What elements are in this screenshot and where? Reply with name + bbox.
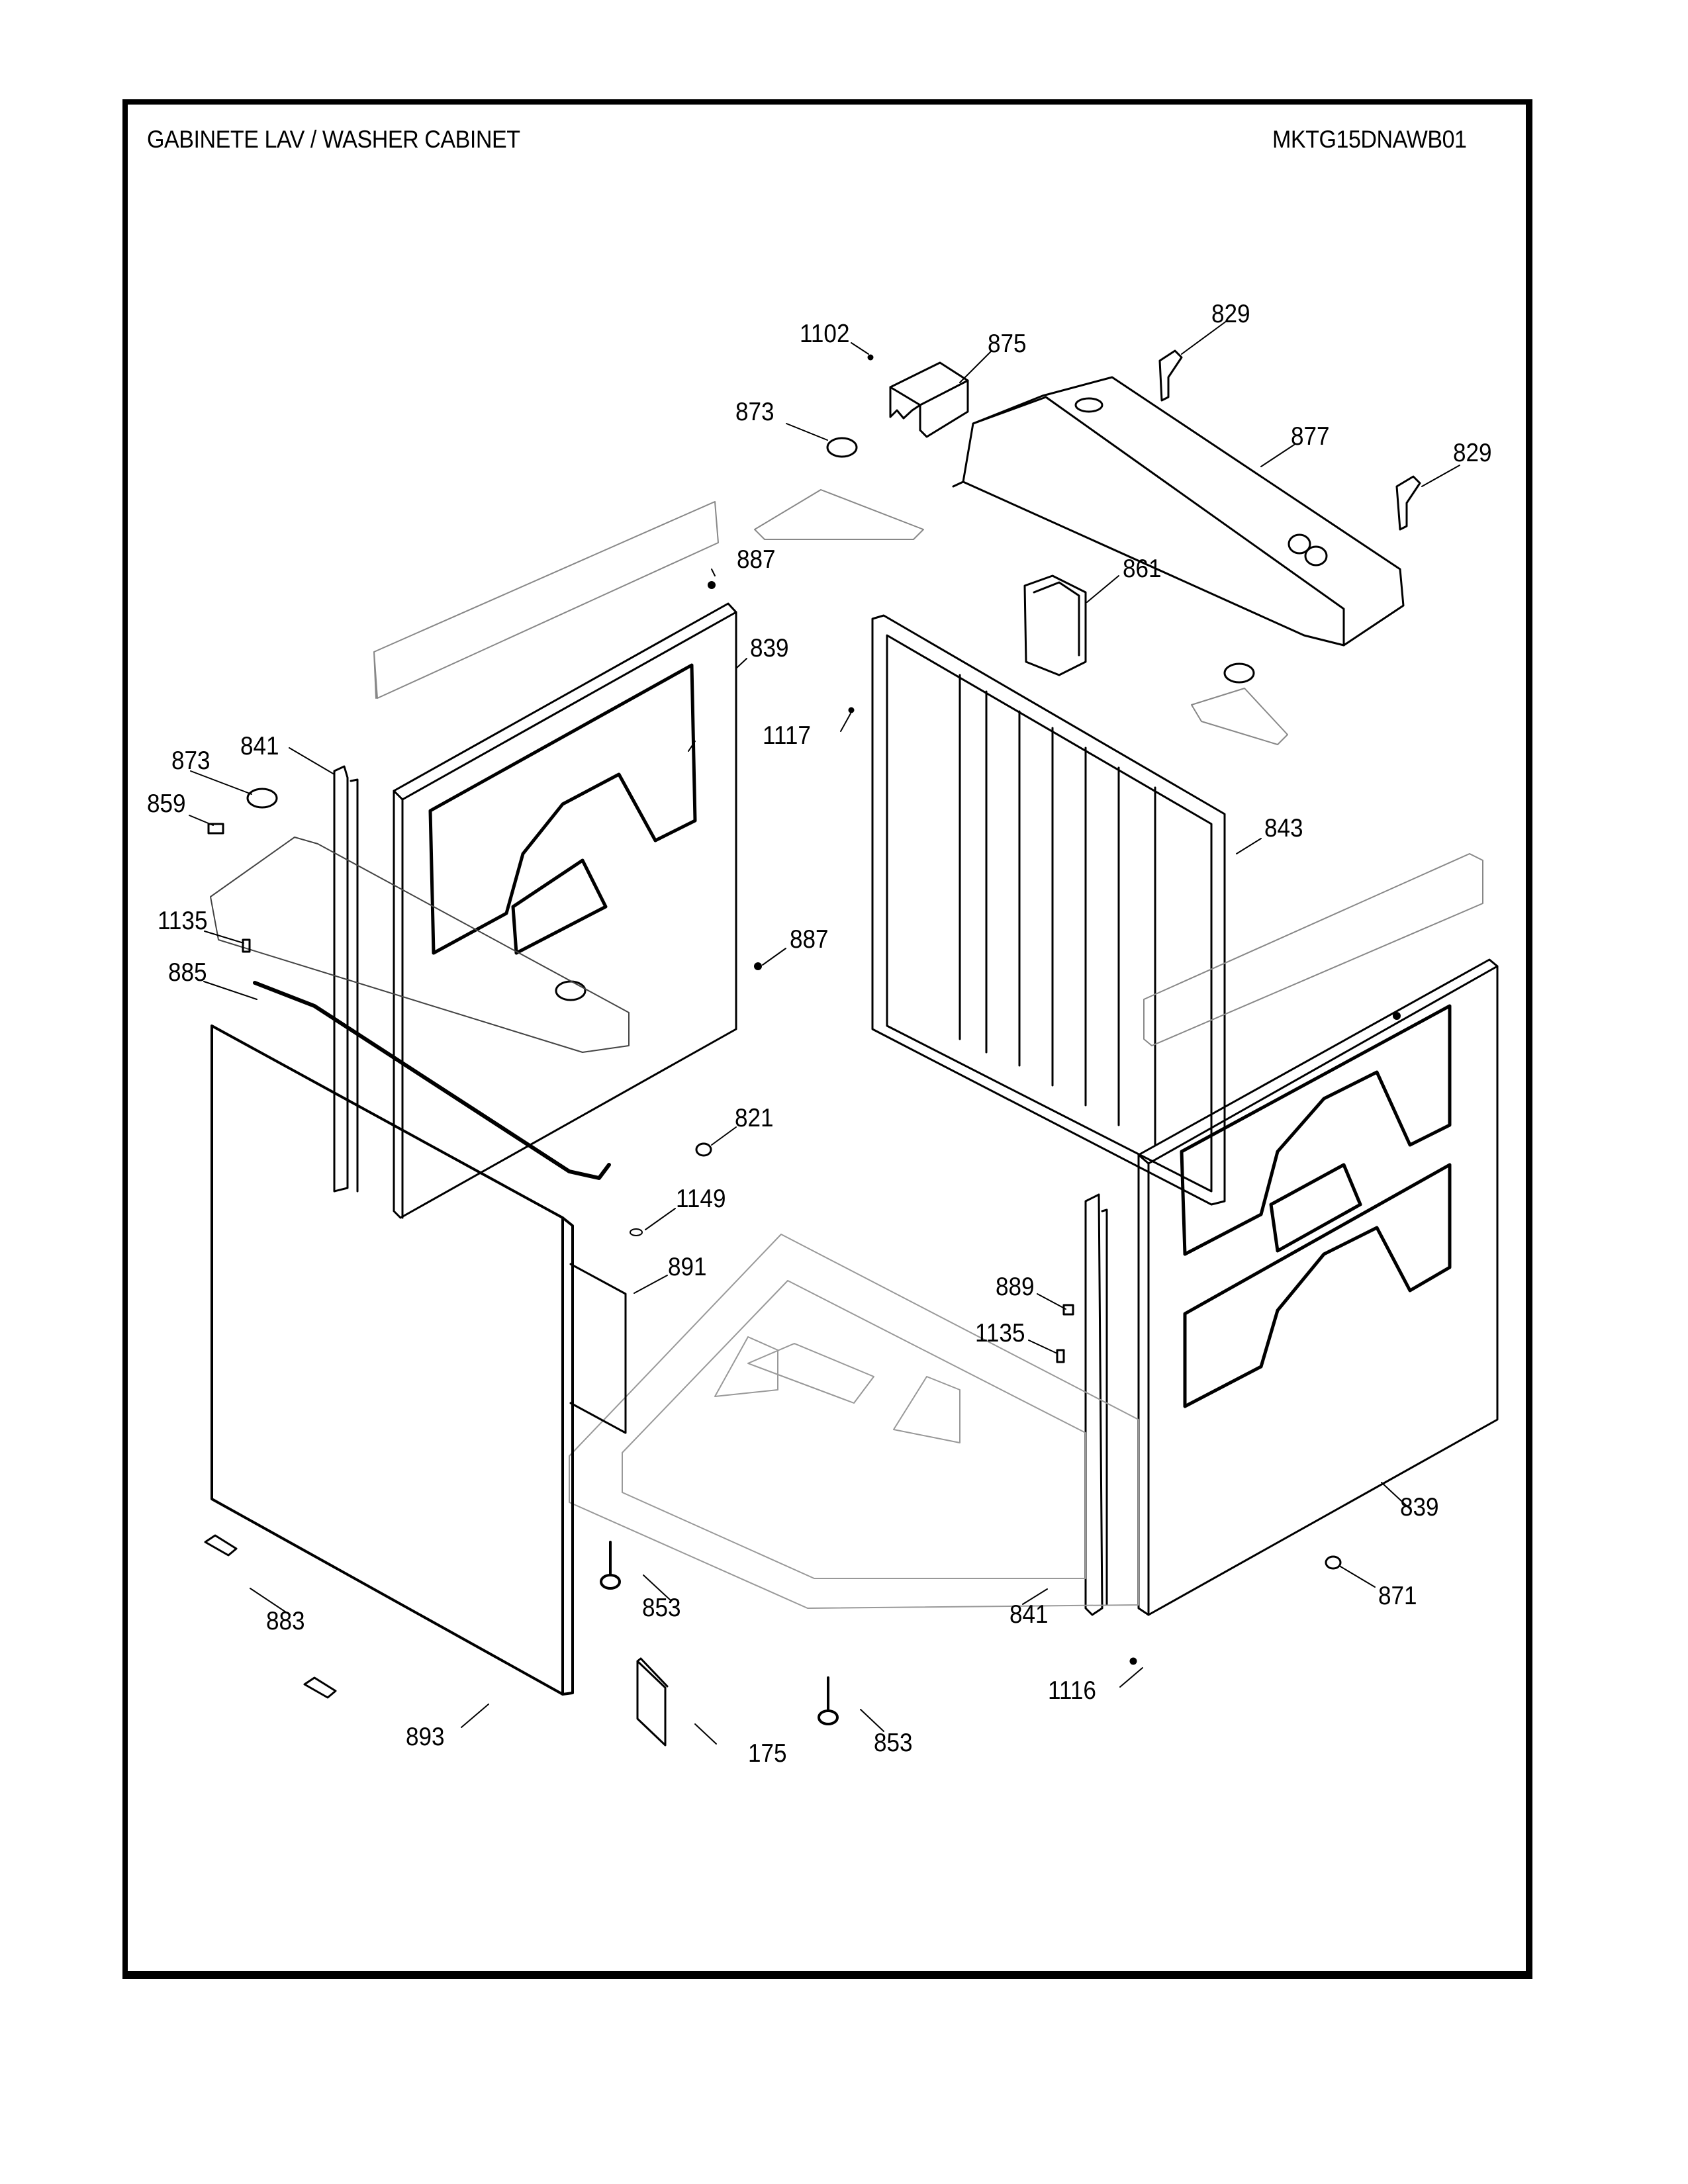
part-859-clip	[207, 823, 224, 835]
part-1117-screw	[848, 707, 855, 713]
diagram-title: GABINETE LAV / WASHER CABINET	[147, 126, 520, 153]
part-889-clip	[1062, 1304, 1074, 1316]
part-883-front-panel	[211, 1024, 574, 1696]
callout-889: 889	[996, 1273, 1035, 1301]
part-853-leveling-foot	[600, 1541, 839, 1725]
right-upper-crossbar	[1143, 853, 1483, 1046]
callout-891: 891	[668, 1253, 707, 1281]
part-877-control-panel-frame	[952, 376, 1405, 647]
part-821-bushing	[695, 1142, 712, 1157]
callout-839: 839	[750, 634, 789, 662]
part-1102-screw	[867, 354, 874, 361]
callout-1135: 1135	[158, 907, 208, 935]
callout-853: 853	[642, 1594, 681, 1622]
part-841-corner-strip-left	[333, 765, 359, 1193]
diagram-frame	[122, 99, 1532, 1979]
part-1149-washer	[630, 1228, 643, 1236]
leader-lines	[189, 320, 1460, 1745]
part-175-manual	[636, 1657, 669, 1747]
part-841-corner-strip-right	[1084, 1193, 1108, 1616]
part-891-insulation	[569, 1263, 627, 1434]
callout-175: 175	[748, 1739, 787, 1768]
part-829-bracket-top	[1158, 349, 1183, 402]
callout-829: 829	[1453, 439, 1492, 467]
callout-873: 873	[171, 747, 211, 775]
callout-893: 893	[406, 1723, 445, 1751]
cabinet-base	[569, 1234, 1139, 1609]
callout-1116: 1116	[1048, 1676, 1096, 1705]
part-1116-screw	[1129, 1657, 1137, 1665]
callout-841: 841	[1009, 1600, 1049, 1629]
part-843-rear-panel	[871, 614, 1226, 1206]
callout-839: 839	[1400, 1493, 1439, 1522]
callout-829: 829	[1211, 300, 1250, 328]
callout-841: 841	[240, 732, 279, 760]
part-861-duct	[1023, 574, 1087, 676]
callout-821: 821	[735, 1104, 774, 1132]
part-1135-clip	[242, 938, 1065, 1363]
part-839-right-side-panel	[1137, 958, 1499, 1616]
callout-859: 859	[147, 790, 186, 818]
callout-877: 877	[1291, 422, 1330, 451]
callout-1117: 1117	[763, 721, 811, 750]
part-873-grommet	[246, 437, 1255, 1001]
callout-887: 887	[790, 925, 829, 954]
part-885-trim-and-front-top	[210, 837, 630, 1180]
callout-843: 843	[1264, 814, 1303, 842]
callout-885: 885	[168, 958, 207, 987]
model-number: MKTG15DNAWB01	[1272, 126, 1467, 153]
callout-873: 873	[735, 398, 774, 426]
callout-875: 875	[988, 330, 1027, 358]
part-893-foot-cover	[204, 1534, 337, 1699]
part-871-bushing	[1325, 1555, 1342, 1570]
callout-883: 883	[266, 1607, 305, 1635]
part-829-bracket-right	[1395, 475, 1421, 531]
callout-1149: 1149	[676, 1185, 726, 1213]
part-875-cover	[889, 361, 969, 438]
callout-871: 871	[1378, 1582, 1417, 1610]
callout-1135: 1135	[975, 1319, 1025, 1347]
part-839-left-side-panel	[393, 602, 737, 1219]
support-plate	[754, 489, 1288, 745]
left-upper-crossbar	[373, 501, 719, 699]
part-887-screw	[708, 581, 1401, 1020]
callout-853: 853	[874, 1729, 913, 1757]
callout-887: 887	[737, 545, 776, 574]
callout-861: 861	[1123, 555, 1162, 583]
callout-1102: 1102	[800, 320, 850, 348]
